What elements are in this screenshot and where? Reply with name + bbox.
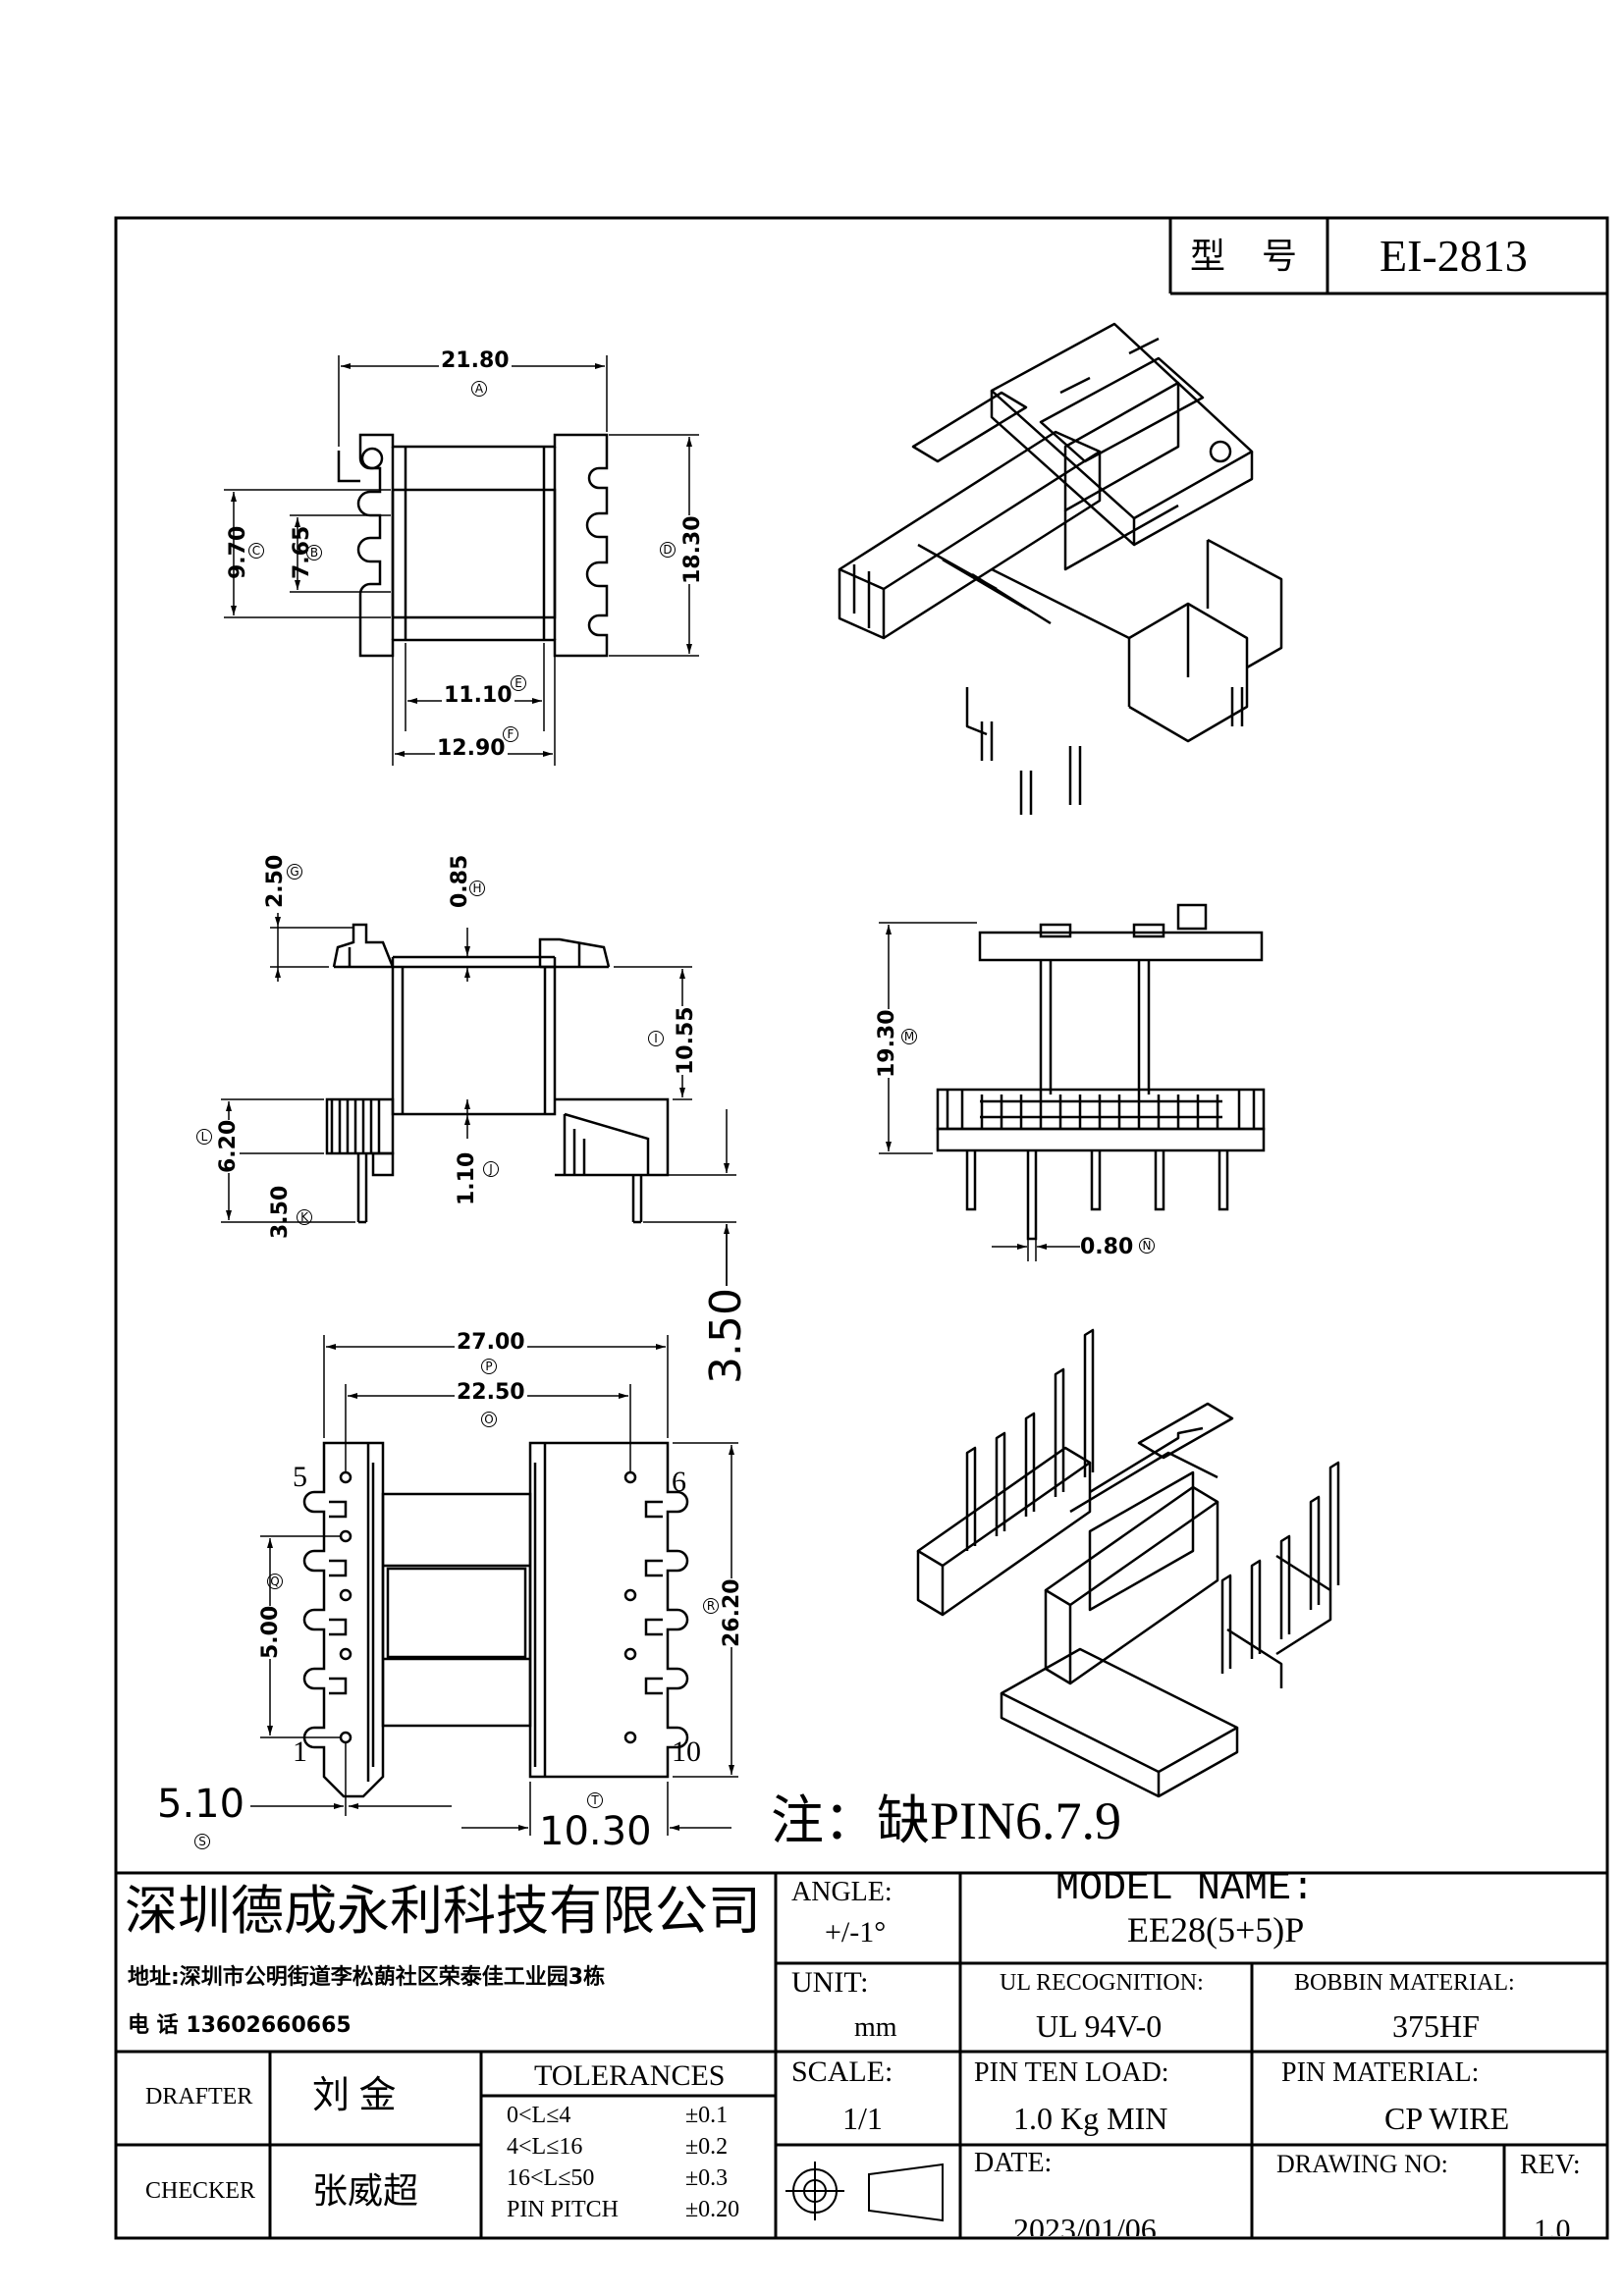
- dim-G-marker: G: [287, 864, 302, 880]
- dim-N-value: 0.80: [1080, 1235, 1134, 1259]
- scale-value: 1/1: [842, 2101, 883, 2136]
- checker-label: CHECKER: [145, 2178, 256, 2204]
- dim-G-value: 2.50: [263, 854, 288, 908]
- model-header-box: [1168, 218, 1607, 295]
- pin-material-value: CP WIRE: [1384, 2101, 1510, 2136]
- angle-value: +/-1°: [825, 1916, 887, 1949]
- drafter-name: 刘 金: [312, 2075, 397, 2116]
- dim-C-marker: C: [248, 543, 264, 559]
- rev-label: REV:: [1520, 2150, 1581, 2180]
- dim-I-value: 10.55: [674, 1006, 698, 1075]
- ul-label: UL RECOGNITION:: [1000, 1970, 1204, 1996]
- note-missing-pins: 注：缺PIN6.7.9: [771, 1791, 1122, 1850]
- pin-1-label: 1: [293, 1735, 307, 1768]
- tolerances-label: TOLERANCES: [534, 2059, 726, 2092]
- dim-F-value: 12.90: [435, 736, 508, 761]
- tol-value-3: ±0.3: [685, 2165, 729, 2191]
- date-value: 2023/01/06: [1013, 2212, 1157, 2236]
- bobbin-material-value: 375HF: [1392, 2008, 1480, 2044]
- checker-name: 张威超: [312, 2171, 419, 2211]
- dim-O-marker: O: [481, 1412, 497, 1427]
- dim-I-marker: I: [648, 1031, 664, 1046]
- dim-M-marker: M: [901, 1029, 917, 1044]
- scale-label: SCALE:: [791, 2056, 893, 2088]
- pin-10-label: 10: [672, 1735, 701, 1768]
- dim-N-marker: N: [1139, 1238, 1155, 1254]
- company-name: 深圳德成永利科技有限公司: [125, 1882, 761, 1941]
- tol-range-3: 16<L≤50: [507, 2165, 595, 2191]
- dim-R-marker: R: [703, 1598, 719, 1614]
- title-block-grid: [116, 1871, 1607, 2238]
- dim-K-value: 3.50: [268, 1185, 293, 1239]
- dim-K-marker: K: [297, 1209, 312, 1225]
- pin-material-label: PIN MATERIAL:: [1281, 2057, 1480, 2088]
- bobbin-material-label: BOBBIN MATERIAL:: [1294, 1970, 1515, 1996]
- tol-range-2: 4<L≤16: [507, 2134, 583, 2160]
- model-value: EI-2813: [1380, 231, 1528, 281]
- tol-range-1: 0<L≤4: [507, 2103, 571, 2128]
- model-name-label: MODEL NAME:: [1056, 1867, 1316, 1911]
- dim-R-value: 26.20: [720, 1578, 744, 1647]
- top-view: [337, 433, 609, 658]
- bottom-view: [302, 1441, 689, 1798]
- dim-E-value: 11.10: [442, 683, 514, 708]
- dim-Q-value: 5.00: [258, 1605, 283, 1659]
- dim-H-value: 0.85: [448, 854, 472, 908]
- dim-T-marker: T: [587, 1792, 603, 1808]
- dim-pin-length-value: 3.50: [701, 1288, 751, 1384]
- sheet-border: [114, 216, 1609, 2240]
- dim-F-marker: F: [503, 726, 518, 742]
- date-value-clip: 2023/01/06: [962, 2184, 1251, 2236]
- pin-ten-load-label: PIN TEN LOAD:: [974, 2057, 1169, 2088]
- dim-T-value: 10.30: [535, 1812, 656, 1851]
- dim-D-value: 18.30: [680, 515, 705, 584]
- dim-Q-marker: Q: [267, 1574, 283, 1589]
- dim-P-value: 27.00: [455, 1330, 527, 1355]
- dim-D-marker: D: [660, 542, 676, 558]
- pin-6-label: 6: [672, 1466, 686, 1498]
- projection-symbol: [785, 2162, 944, 2222]
- isometric-bottom: [916, 1328, 1340, 1798]
- isometric-top: [838, 322, 1283, 815]
- dim-L-value: 6.20: [216, 1119, 241, 1173]
- unit-label: UNIT:: [791, 1966, 869, 1999]
- dim-H-marker: H: [469, 881, 485, 896]
- tol-value-2: ±0.2: [685, 2134, 729, 2160]
- rev-value: 1.0: [1534, 2214, 1571, 2237]
- dim-A-value: 21.80: [439, 348, 512, 373]
- side-view: [325, 923, 670, 1224]
- unit-value: mm: [854, 2012, 897, 2043]
- dim-A-marker: A: [471, 381, 487, 397]
- dim-O-value: 22.50: [455, 1380, 527, 1405]
- company-phone: 电 话 13602660665: [128, 2013, 352, 2038]
- date-label: DATE:: [974, 2148, 1053, 2178]
- dim-M-value: 19.30: [875, 1009, 899, 1078]
- dim-S-marker: S: [194, 1834, 210, 1849]
- tol-range-4: PIN PITCH: [507, 2197, 620, 2222]
- angle-label: ANGLE:: [791, 1877, 893, 1907]
- pin-5-label: 5: [293, 1461, 307, 1493]
- drawing-no-label: DRAWING NO:: [1276, 2150, 1448, 2178]
- front-view: [936, 903, 1266, 1241]
- dim-C-value: 9.70: [226, 525, 250, 579]
- ul-value: UL 94V-0: [1036, 2008, 1163, 2044]
- drafter-label: DRAFTER: [145, 2084, 253, 2109]
- company-address: 地址:深圳市公明街道李松蓢社区荣泰佳工业园3栋: [128, 1965, 606, 1990]
- dim-E-marker: E: [511, 675, 526, 691]
- dim-B-marker: B: [306, 545, 322, 561]
- dim-L-marker: L: [196, 1129, 212, 1145]
- tolerances-table: 0<L≤4 ±0.1 4<L≤16 ±0.2 16<L≤50 ±0.3 PIN …: [483, 2098, 774, 2235]
- dim-J-value: 1.10: [455, 1151, 479, 1205]
- dim-P-marker: P: [481, 1359, 497, 1374]
- model-name-value: EE28(5+5)P: [1127, 1910, 1305, 1949]
- rev-value-clip: 1.0: [1506, 2184, 1604, 2237]
- tol-value-4: ±0.20: [685, 2197, 740, 2222]
- pin-ten-load-value: 1.0 Kg MIN: [1013, 2101, 1168, 2136]
- dim-J-marker: J: [483, 1161, 499, 1177]
- tol-value-1: ±0.1: [685, 2103, 729, 2128]
- dim-S-value: 5.10: [157, 1782, 245, 1827]
- model-label: 型 号: [1190, 237, 1312, 276]
